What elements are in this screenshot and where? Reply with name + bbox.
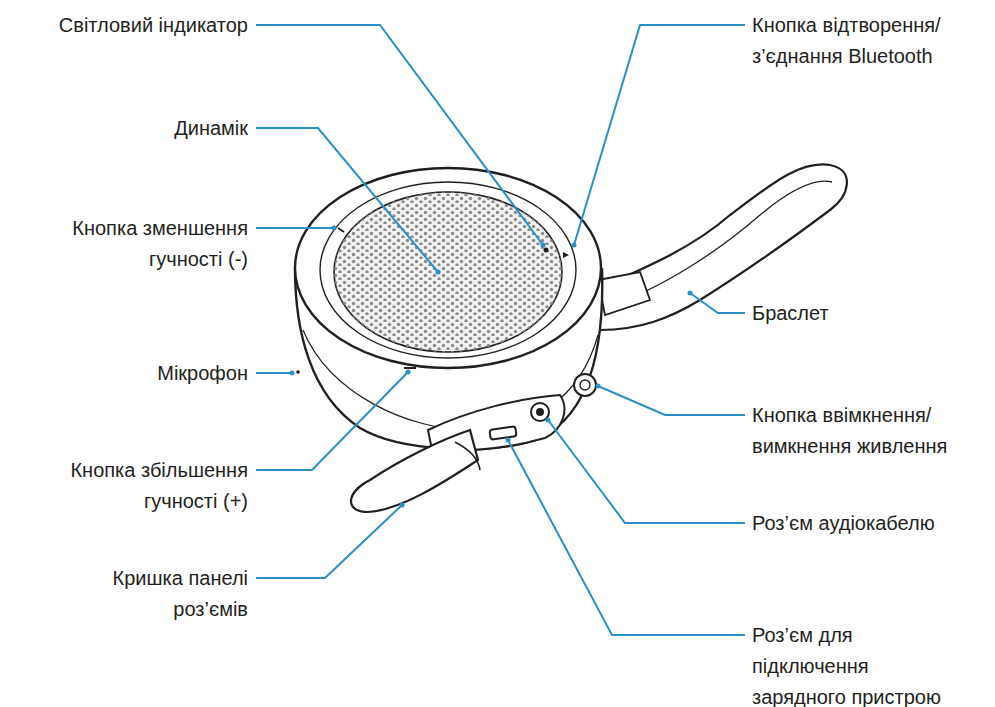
part-label: Роз’єм аудіокабелю [752, 508, 987, 539]
part-label: Браслет [752, 298, 952, 329]
part-label: Кнопка зменшення гучності (-) [28, 213, 248, 275]
part-label: Кришка панелі роз’ємів [58, 563, 248, 625]
part-label: Кнопка збільшення гучності (+) [28, 455, 248, 517]
part-label: Світловий індикатор [8, 10, 248, 41]
part-label: Роз’єм для підключення зарядного пристро… [752, 620, 952, 707]
part-label: Кнопка ввімкнення/ вимкнення живлення [752, 400, 987, 462]
part-label: Кнопка відтворення/ з’єднання Bluetooth [752, 10, 987, 72]
part-label: Мікрофон [48, 358, 248, 389]
part-label: Динамік [48, 113, 248, 144]
